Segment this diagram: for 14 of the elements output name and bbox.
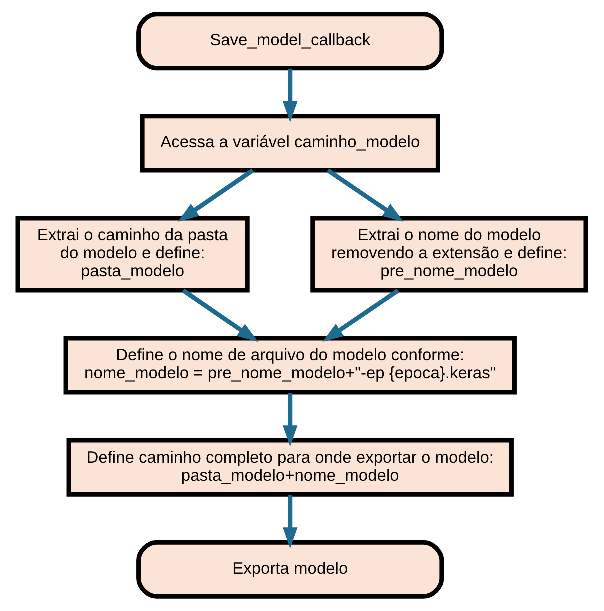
arrow [178, 168, 254, 222]
arrow [283, 495, 298, 549]
node-box: Define caminho completo para onde exportar o modelo: pasta_modelo+nome_modelo [66, 438, 514, 497]
node-box: Extrai o caminho da pasta do modelo e define: pasta_modelo [16, 216, 250, 293]
node-box: Acessa a variável caminho_modelo [140, 114, 440, 173]
arrow [283, 393, 298, 447]
node-box: Extrai o nome do modelo removendo a extensão e define: pre_nome_modelo [310, 216, 588, 293]
node-box: Define o nome de arquivo do modelo conforme: nome_modelo = pre_nome_modelo+"-ep {epoca}.keras" [64, 336, 517, 395]
node-box: Exporta modelo [136, 540, 444, 599]
arrow [326, 168, 404, 222]
arrow [182, 288, 258, 342]
arrow [322, 288, 400, 342]
arrow [283, 68, 298, 123]
node-box: Save_model_callback [136, 12, 444, 71]
